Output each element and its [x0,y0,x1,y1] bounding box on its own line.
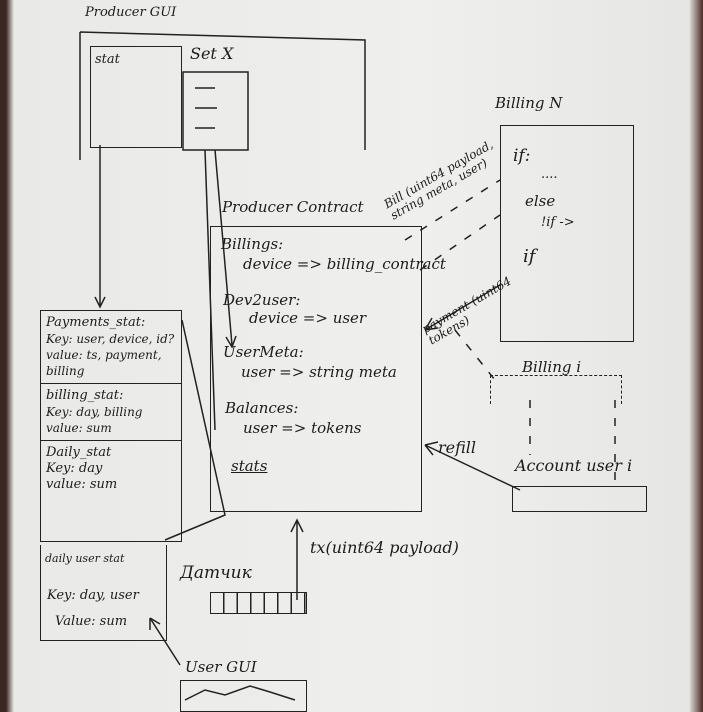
contract-line: Balances: [225,399,299,417]
contract-line: Dev2user: [223,291,301,309]
producer-contract-title: Producer Contract [222,198,364,216]
producer-gui-title: Producer GUI [85,5,177,20]
contract-line: Billings: [221,235,284,253]
sensor-device [210,592,307,614]
stats-store-box: Payments_stat: Key: user, device, id? va… [40,310,182,542]
daily-stat-section: Daily_stat Key: day value: sum [41,441,181,497]
billing-stat-value: value: sum [46,421,112,435]
daily-stat-title: Daily_stat [46,445,112,460]
tx-label: tx(uint64 payload) [310,538,459,557]
payments-stat-value: value: ts, payment, billing [46,348,162,378]
billing-i-box [490,375,622,404]
contract-line: stats [231,457,268,475]
code-line: if: [513,146,531,166]
code-line: .... [541,167,558,182]
contract-line: user => tokens [243,419,362,437]
billing-stat-key: Key: day, billing [46,405,143,419]
daily-stat-key: Key: day [46,461,103,476]
contract-line: user => string meta [241,363,397,381]
producer-contract-box: Billings: device => billing_contract Dev… [210,226,446,512]
code-line: else [525,192,556,210]
billing-stat-section: billing_stat: Key: day, billing value: s… [41,384,181,441]
billing-n-title: Billing N [495,94,563,112]
payments-stat-section: Payments_stat: Key: user, device, id? va… [41,311,181,384]
payments-stat-title: Payments_stat: [46,315,146,330]
daily-user-stat-title: daily user stat [45,552,125,565]
payments-stat-key: Key: user, device, id? [46,332,175,346]
stat-label: stat [95,52,120,67]
contract-line: device => user [249,309,367,327]
billing-stat-title: billing_stat: [46,388,124,403]
account-title: Account user i [515,456,633,475]
user-gui-panel[interactable] [180,680,307,712]
daily-user-stat-box: daily user stat Key: day, user Value: su… [40,545,167,641]
daily-user-stat-value: Value: sum [55,614,128,629]
user-gui-title: User GUI [185,658,257,676]
setx-label: Set X [190,44,234,63]
billing-i-title: Billing i [522,358,582,376]
contract-line: UserMeta: [223,343,304,361]
code-line: !if -> [541,215,575,230]
account-box [512,486,647,512]
sensor-title: Датчик [180,563,252,583]
code-line: if [523,246,536,267]
daily-user-stat-key: Key: day, user [47,588,139,603]
refill-label: refill [438,438,477,457]
daily-stat-value: value: sum [46,477,118,492]
contract-line: device => billing_contract [243,255,446,273]
billing-n-box: if: .... else !if -> if [500,125,634,342]
stat-panel[interactable]: stat [90,46,182,148]
